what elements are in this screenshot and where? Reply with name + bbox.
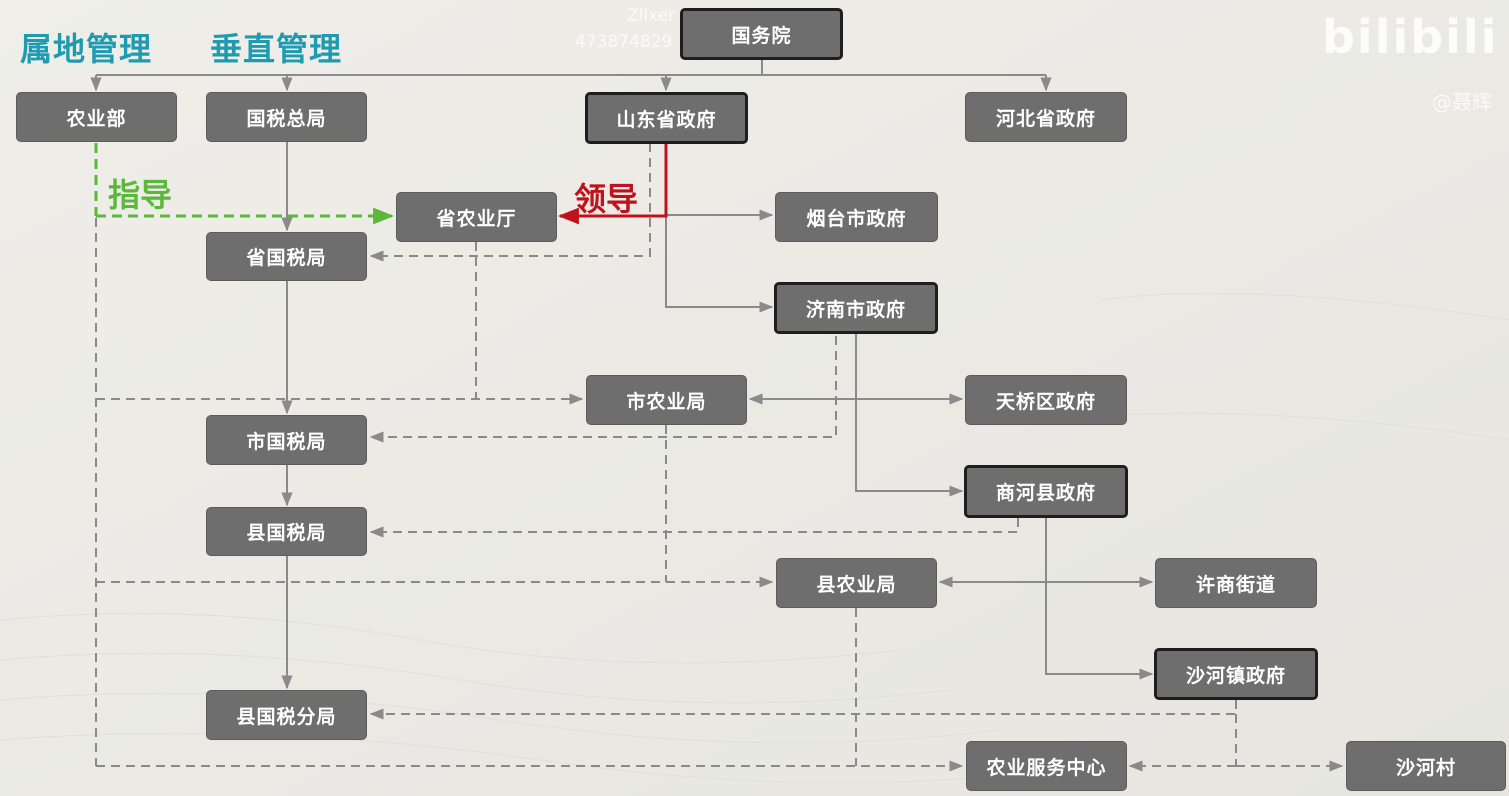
node-city-tax-bureau: 市国税局 (206, 415, 367, 465)
node-prov-agri-dept: 省农业厅 (396, 192, 557, 242)
guide-connector (94, 143, 395, 225)
watermark-uploader: Zlixer (627, 6, 676, 26)
node-prov-tax-bureau: 省国税局 (206, 232, 367, 281)
node-tianqiao-gov: 天桥区政府 (965, 375, 1127, 425)
node-shahe-town-gov: 沙河镇政府 (1154, 648, 1318, 700)
heading-local-management: 属地管理 (20, 30, 153, 68)
node-xushang-subdistrict: 许商街道 (1155, 558, 1317, 608)
node-state-council: 国务院 (680, 8, 843, 60)
dashed-connectors (95, 143, 1344, 772)
lead-label: 领导 (574, 180, 639, 218)
node-yantai-gov: 烟台市政府 (775, 192, 938, 242)
node-shandong-gov: 山东省政府 (585, 92, 748, 144)
node-county-tax-bureau: 县国税局 (206, 507, 367, 556)
node-shanghe-gov: 商河县政府 (964, 465, 1128, 518)
node-shahe-village: 沙河村 (1346, 741, 1506, 791)
watermark-uploader-id: 473874829 (575, 32, 673, 52)
guide-label: 指导 (108, 176, 173, 214)
solid-connectors (90, 60, 1154, 690)
node-county-tax-branch: 县国税分局 (206, 690, 367, 740)
lead-connector (557, 144, 668, 225)
node-jinan-gov: 济南市政府 (774, 282, 938, 334)
heading-vertical-management: 垂直管理 (210, 30, 343, 68)
bilibili-logo-watermark: bilibili (1322, 10, 1499, 64)
node-state-tax-admin: 国税总局 (206, 92, 367, 142)
node-county-agri-bureau: 县农业局 (776, 558, 937, 608)
node-hebei-gov: 河北省政府 (965, 92, 1127, 142)
watermark-handle: @聂辉 (1432, 90, 1492, 114)
node-ministry-agriculture: 农业部 (16, 92, 177, 142)
node-agri-service-center: 农业服务中心 (966, 741, 1127, 791)
node-city-agri-bureau: 市农业局 (586, 375, 747, 425)
